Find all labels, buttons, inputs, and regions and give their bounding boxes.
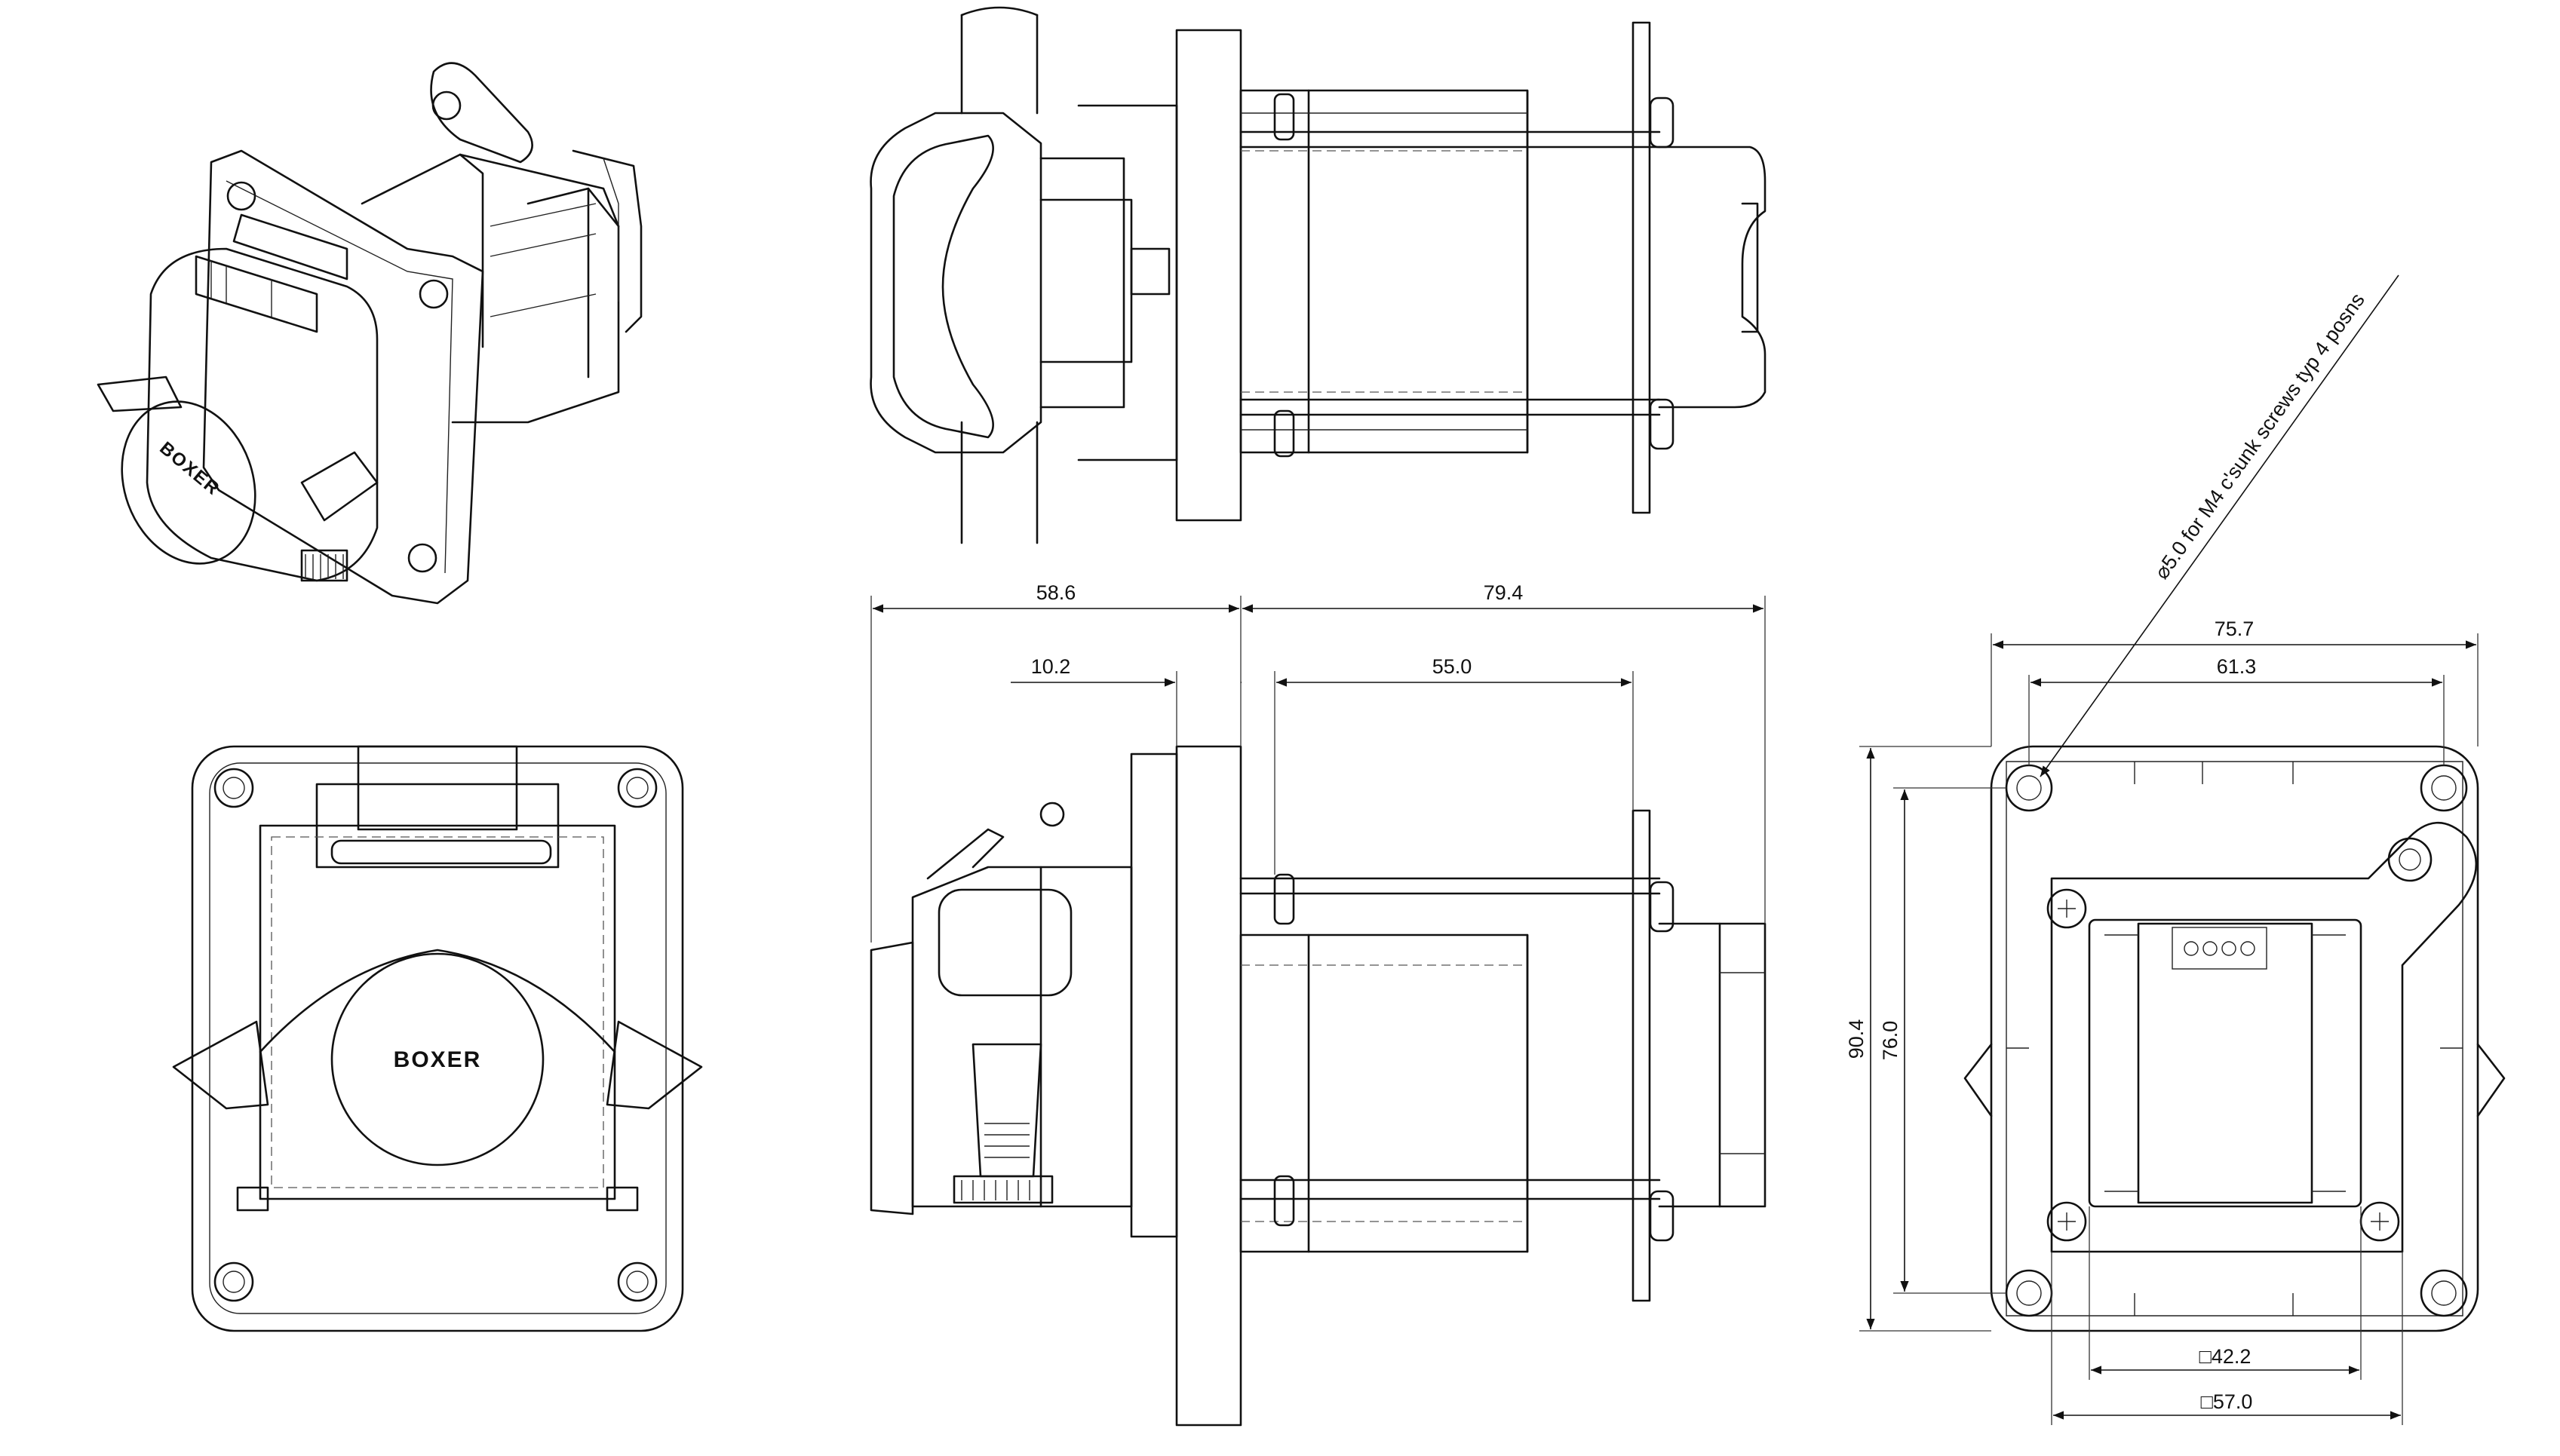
top-side-view — [870, 6, 1767, 544]
iso-brand-label: BOXER — [155, 438, 223, 500]
dim-flange-offset: 10.2 — [1031, 655, 1071, 678]
isometric-view: BOXER — [97, 62, 643, 605]
dim-motor-body-length: 55.0 — [1432, 655, 1472, 678]
hole-note-label: ⌀5.0 for M4 c'sunk screws typ 4 posns — [2150, 289, 2368, 583]
front-view: BOXER — [172, 745, 703, 1332]
section-side-view — [870, 745, 1767, 1427]
dim-hole-spacing-h: 61.3 — [2217, 655, 2257, 678]
dim-hole-spacing-v: 76.0 — [1879, 1021, 1902, 1061]
rear-view — [1963, 745, 2506, 1332]
dim-overall-front-length: 58.6 — [1036, 581, 1076, 604]
dim-flange-square: □57.0 — [2201, 1390, 2253, 1413]
dim-flange-width: 75.7 — [2215, 618, 2255, 640]
dim-flange-height: 90.4 — [1845, 1019, 1868, 1059]
dimension-lines — [870, 274, 2479, 1425]
dim-motor-square: □42.2 — [2199, 1345, 2252, 1368]
dim-overall-motor-length: 79.4 — [1484, 581, 1524, 604]
front-brand-label: BOXER — [394, 1047, 482, 1072]
